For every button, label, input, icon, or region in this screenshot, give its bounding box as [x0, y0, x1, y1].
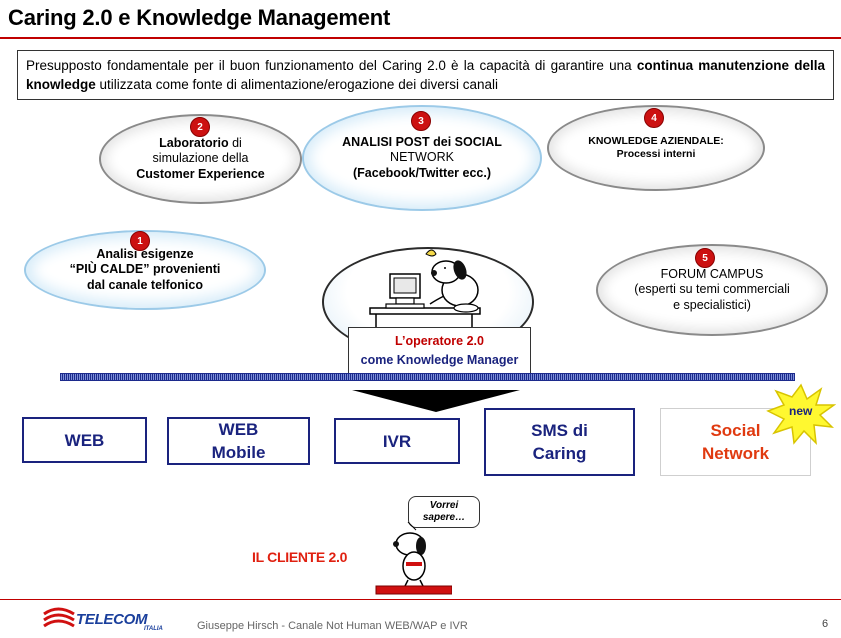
knowledge-bar — [60, 373, 795, 381]
badge-3: 3 — [411, 111, 431, 131]
bubble-forum-line2: (esperti su temi commerciali — [634, 282, 790, 297]
bubble-laboratorio-line2: simulazione della — [152, 151, 249, 166]
bubble-esigenze-line2: “PIÙ CALDE” provenienti — [69, 262, 221, 277]
badge-2: 2 — [190, 117, 210, 137]
channel-web: WEB — [22, 417, 147, 463]
channel-social-line1: Social — [710, 421, 761, 440]
speech-line2: sapere… — [422, 512, 466, 523]
bubble-laboratorio-rest: di — [228, 135, 242, 150]
channel-ivr: IVR — [334, 418, 460, 464]
bubble-analisi-post-line3: (Facebook/Twitter ecc.) — [353, 165, 491, 180]
title-divider — [0, 37, 841, 39]
bubble-analisi-post: ANALISI POST dei SOCIAL NETWORK (Faceboo… — [302, 105, 542, 211]
bubble-analisi-post-line1: ANALISI POST dei SOCIAL — [342, 134, 502, 149]
logo-sub: ITALIA — [144, 626, 163, 632]
bubble-esigenze-line3: dal canale telfonico — [86, 277, 203, 292]
footer-text: Giuseppe Hirsch - Canale Not Human WEB/W… — [197, 620, 468, 632]
speech-line1: Vorrei — [429, 500, 459, 511]
new-label: new — [789, 404, 813, 418]
bubble-forum-campus: FORUM CAMPUS (esperti su temi commercial… — [596, 244, 828, 336]
telecom-logo-icon — [43, 607, 75, 628]
snoopy-computer-icon — [369, 249, 481, 332]
channel-web-mobile-line1: WEB — [218, 420, 259, 439]
channel-sms-line2: Caring — [532, 444, 587, 463]
bubble-laboratorio-line1: Laboratorio di — [159, 136, 242, 152]
cliente-label: IL CLIENTE 2.0 — [252, 549, 348, 565]
channel-sms-line1: SMS di — [531, 421, 588, 440]
channel-ivr-label: IVR — [382, 431, 412, 451]
intro-text-2: utilizzata come fonte di alimentazione/e… — [95, 77, 498, 92]
speech-bubble: Vorrei sapere… — [408, 496, 480, 528]
bubble-esigenze-line1: Analisi esigenze — [96, 246, 194, 261]
logo-wordmark: TELECOM — [76, 611, 148, 628]
badge-4: 4 — [644, 108, 664, 128]
channel-social-line2: Network — [701, 444, 770, 463]
bubble-analisi-post-line2: NETWORK — [390, 150, 454, 165]
intro-text-bold: continua manutenzione della knowledge — [26, 58, 825, 92]
page-title: Caring 2.0 e Knowledge Management — [8, 5, 391, 30]
operator-line1: L’operatore 2.0 — [395, 334, 484, 348]
channel-web-label: WEB — [64, 430, 105, 450]
page-number: 6 — [822, 618, 829, 630]
channel-web-mobile-line2: Mobile — [211, 443, 266, 462]
footer-divider — [0, 599, 841, 600]
bubble-forum-line1: FORUM CAMPUS — [660, 266, 764, 281]
badge-5: 5 — [695, 248, 715, 268]
bubble-forum-line3: e specialistici) — [673, 297, 751, 312]
intro-box: Presupposto fondamentale per il buon fun… — [17, 50, 834, 100]
operator-line2: come Knowledge Manager — [360, 353, 519, 367]
bubble-knowledge-line1: KNOWLEDGE AZIENDALE: — [588, 134, 724, 147]
channel-social-network: Social Network — [660, 408, 811, 476]
operator-box: L’operatore 2.0 come Knowledge Manager — [348, 327, 531, 374]
channel-sms-caring: SMS di Caring — [484, 408, 635, 476]
bubble-laboratorio-line3: Customer Experience — [136, 166, 265, 181]
bubble-laboratorio-bold: Laboratorio — [159, 135, 229, 150]
intro-text-1: Presupposto fondamentale per il buon fun… — [26, 58, 637, 73]
new-burst-icon — [766, 383, 836, 445]
down-arrow-icon — [352, 390, 520, 412]
badge-1: 1 — [130, 231, 150, 251]
bubble-knowledge-line2: Processi interni — [616, 148, 696, 160]
snoopy-client-icon — [375, 522, 452, 595]
channel-web-mobile: WEB Mobile — [167, 417, 310, 465]
